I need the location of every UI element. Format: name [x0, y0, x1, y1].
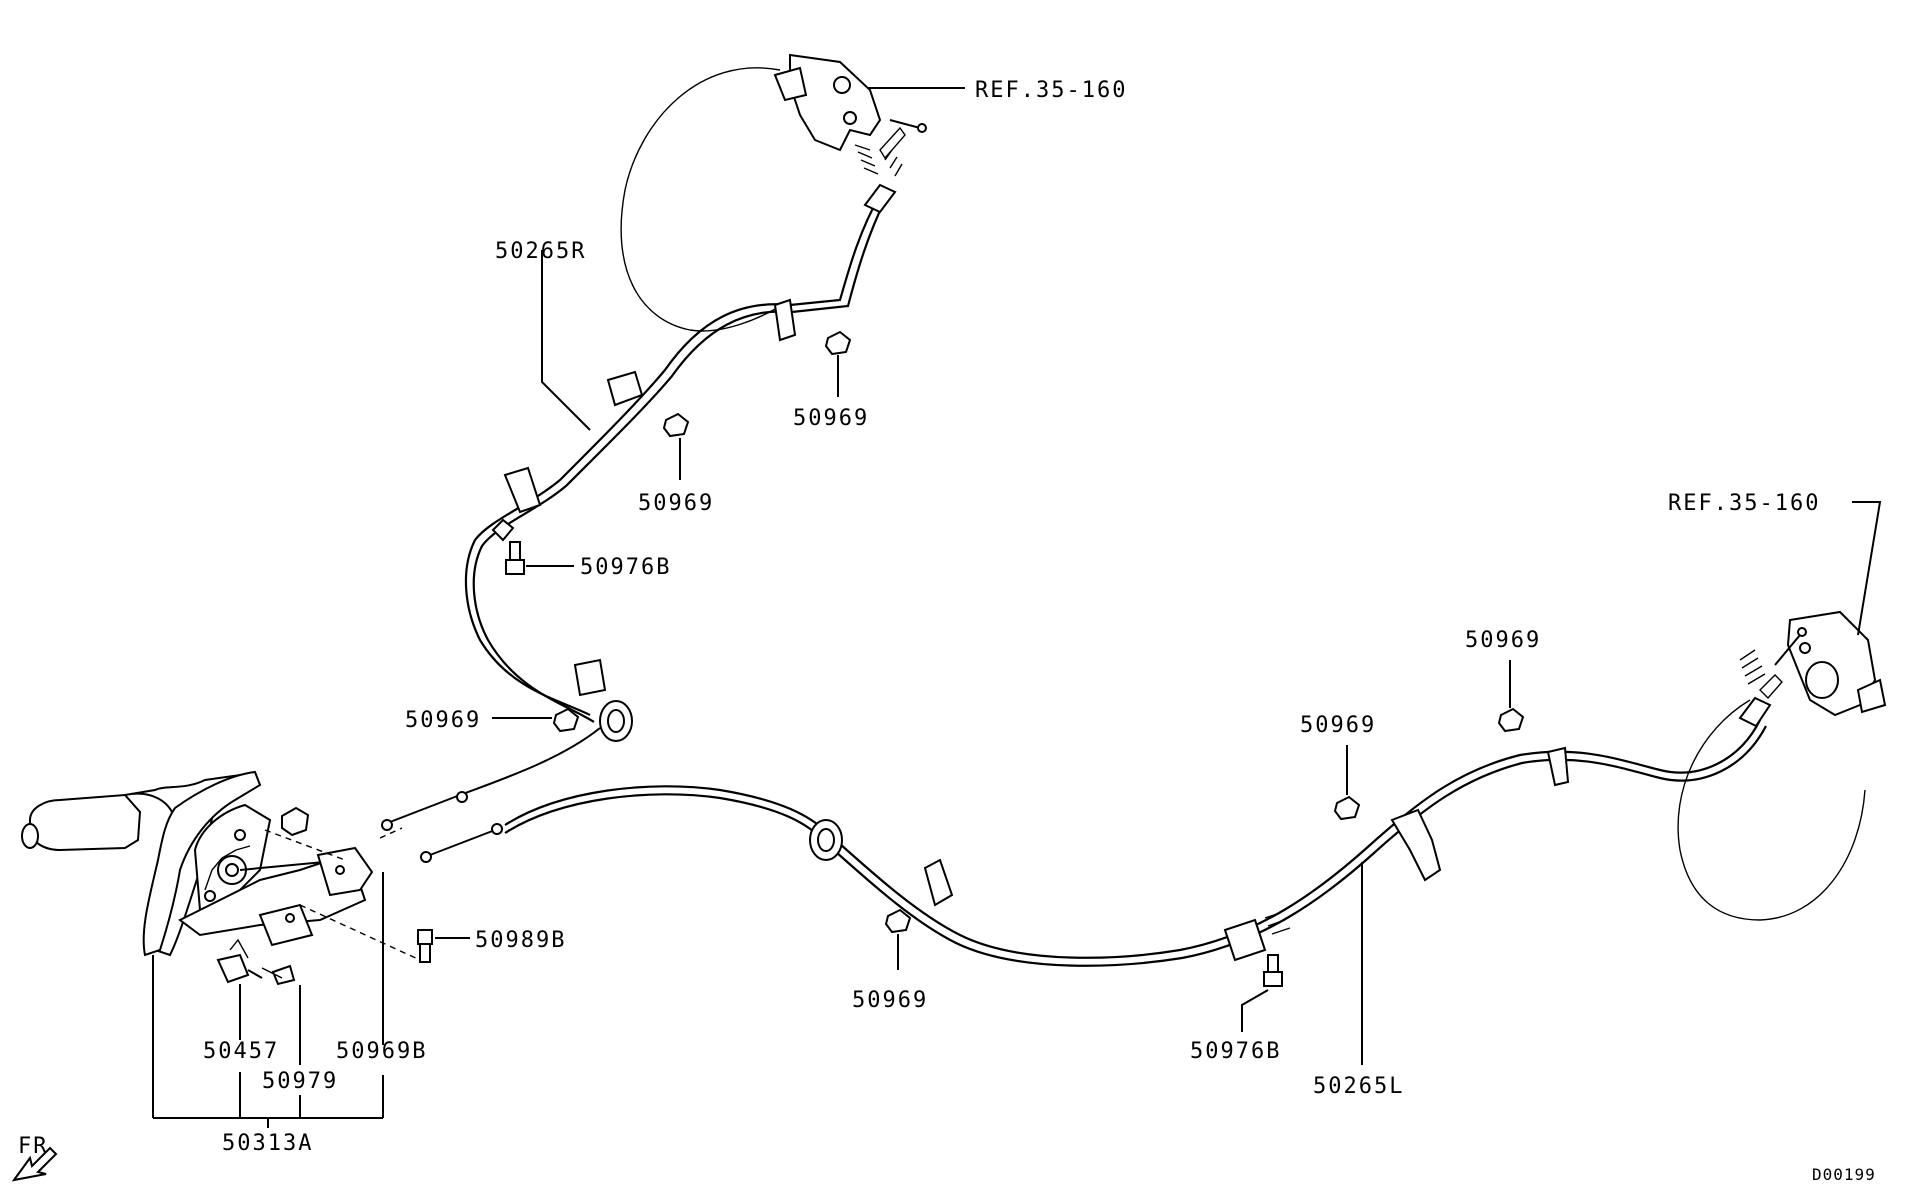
leader-lever-assy-drops — [239, 1072, 384, 1118]
switch-label: 50457 — [203, 1039, 279, 1064]
bolt-lower-part — [1263, 954, 1283, 987]
clip-3-label: 50969 — [405, 708, 481, 733]
ref-label-top: REF.35-160 — [975, 78, 1127, 103]
front-direction-label: FR — [18, 1134, 49, 1159]
clip-2-label: 50969 — [638, 491, 714, 516]
clip-5-label: 50969 — [1300, 713, 1376, 738]
bolt-lever-label: 50989B — [475, 928, 566, 953]
front-direction-arrow-icon — [11, 1146, 58, 1182]
diagram-code: D00199 — [1812, 1165, 1876, 1184]
bolt-lever-part — [417, 929, 433, 963]
brake-drum-right — [620, 53, 927, 332]
cable-right — [381, 183, 897, 831]
leader-cable-right — [541, 250, 591, 431]
parking-brake-lever — [21, 770, 421, 986]
clip-1-label: 50969 — [793, 406, 869, 431]
cable-left — [420, 696, 1772, 967]
clip-5-part — [1333, 795, 1361, 821]
clip-6-part — [1497, 707, 1525, 733]
brake-drum-left — [1677, 610, 1887, 921]
leader-bolt-lower — [1241, 989, 1269, 1032]
ref-label-right: REF.35-160 — [1668, 491, 1820, 516]
clip-4-label: 50969 — [852, 988, 928, 1013]
bolt-lower-label: 50976B — [1190, 1039, 1281, 1064]
clip-3-part — [552, 707, 580, 733]
cable-right-label: 50265R — [495, 239, 586, 264]
bolt-upper-label: 50976B — [580, 555, 671, 580]
clip-6-label: 50969 — [1465, 628, 1541, 653]
screw-label: 50979 — [262, 1069, 338, 1094]
clip-1-part — [824, 330, 852, 356]
bolt-upper-part — [505, 541, 525, 575]
clip-2-part — [662, 412, 690, 438]
leader-ref-right — [1852, 501, 1882, 636]
lever-assy-label: 50313A — [222, 1131, 313, 1156]
clip-4-part — [884, 908, 912, 934]
nut-lever-label: 50969B — [336, 1039, 427, 1064]
cable-left-label: 50265L — [1313, 1074, 1404, 1099]
